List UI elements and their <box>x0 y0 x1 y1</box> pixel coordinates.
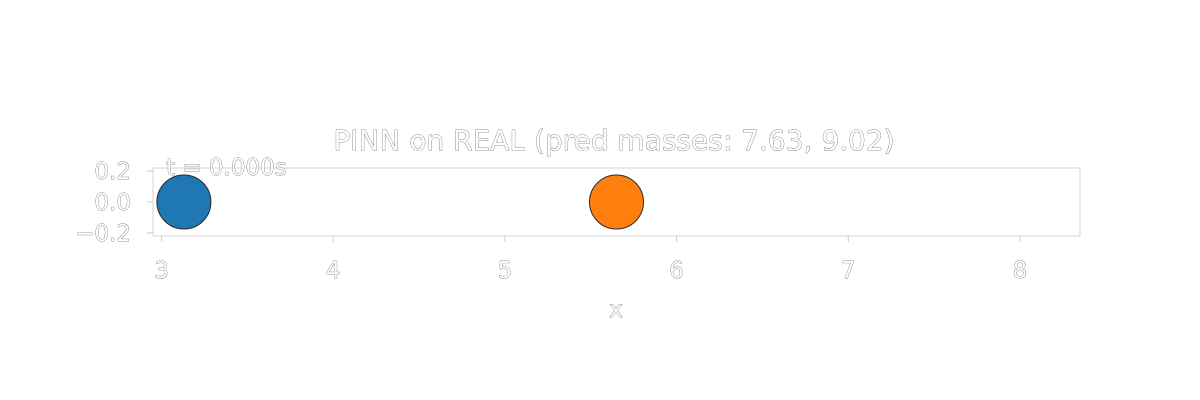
time-annotation: t = 0.000s <box>166 155 287 181</box>
x-tick-label: 4 <box>326 258 341 284</box>
y-axis: 0.2 0.0 −0.2 <box>75 159 153 247</box>
chart-title: PINN on REAL (pred masses: 7.63, 9.02) <box>333 124 894 157</box>
x-tick-label: 7 <box>841 258 856 284</box>
mass-marker-2 <box>589 174 644 230</box>
mass-marker-1 <box>156 174 212 230</box>
x-tick-label: 3 <box>154 258 169 284</box>
y-tick-label: 0.0 <box>94 190 131 216</box>
data-points <box>156 174 644 230</box>
x-axis-label: x <box>609 297 623 323</box>
x-tick-label: 6 <box>669 258 684 284</box>
x-tick-label: 5 <box>498 258 513 284</box>
y-tick-label: −0.2 <box>75 221 131 247</box>
y-tick-label: 0.2 <box>94 159 131 185</box>
x-axis: 3 4 5 6 7 8 <box>154 236 1027 284</box>
x-tick-label: 8 <box>1013 258 1028 284</box>
